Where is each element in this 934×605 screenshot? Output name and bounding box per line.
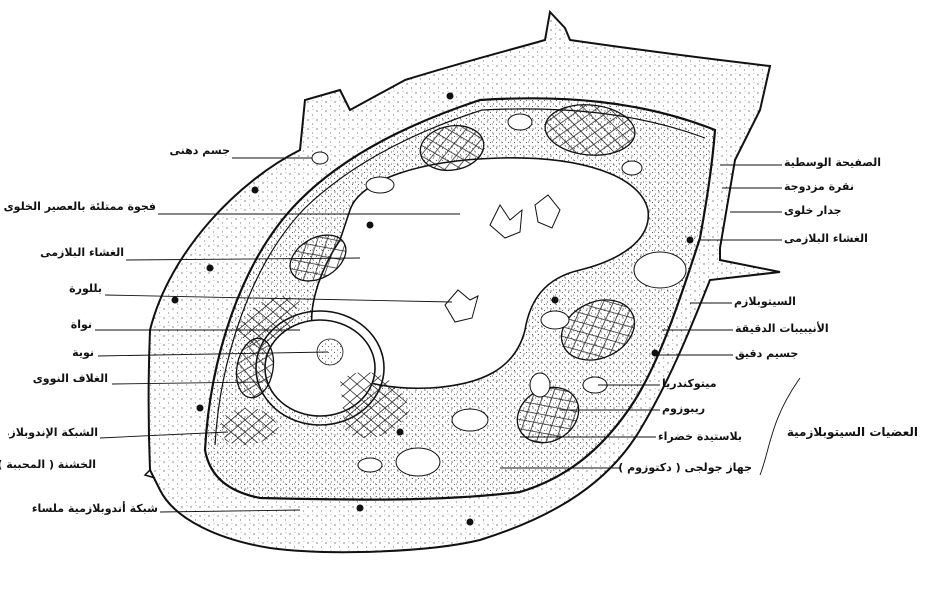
label-nucleolus: نوية <box>72 346 94 359</box>
label-nucleus: نواة <box>70 318 92 331</box>
mitochondria <box>357 113 643 473</box>
label-rough-er-sub: الخشنة ( المحببة ) <box>0 458 96 471</box>
label-rough-er: الشبكة الإندوبلازمية <box>8 426 98 439</box>
label-ribosome: ريبوزوم <box>662 402 706 415</box>
label-microtubules: الأنيبيبات الدقيقة <box>735 322 829 335</box>
label-middle-lamella: الصفيحة الوسطية <box>784 156 882 169</box>
leader-lines <box>95 157 801 513</box>
label-oil-body: جسم دهنى <box>169 144 230 157</box>
label-crystal: بللورة <box>69 282 102 295</box>
label-smooth-er: شبكة أندوبلازمية ملساء <box>31 502 158 515</box>
chloroplasts <box>235 104 636 444</box>
microbodies <box>171 92 694 526</box>
crystals <box>444 194 561 323</box>
label-plasma-membrane-left: الغشاء البلازمى <box>40 246 124 259</box>
label-mitochondria: ميتوكندريا <box>662 377 717 390</box>
label-cytoplasm: السيتوبلازم <box>734 295 796 308</box>
label-microbody: جسيم دقيق <box>735 347 799 360</box>
label-vacuole: فجوة ممتلئة بالعصير الخلوى <box>3 200 156 213</box>
label-chloroplast: بلاستيدة خضراء <box>658 430 742 443</box>
label-cell-wall: جدار خلوى <box>784 204 842 217</box>
small-vacuoles <box>311 151 687 477</box>
label-cytoplasmic-organelles: العضيات السيتوبلازمية <box>786 425 918 439</box>
label-plasma-membrane-right: الغشاء البلازمى <box>784 232 868 245</box>
label-golgi: جهاز جولجى ( دكتوزوم ) <box>618 461 752 474</box>
endoplasmic-reticulum <box>220 296 410 446</box>
label-nuclear-envelope: الغلاف النووى <box>32 372 108 385</box>
label-double-pit: نقرة مزدوجة <box>784 180 854 193</box>
